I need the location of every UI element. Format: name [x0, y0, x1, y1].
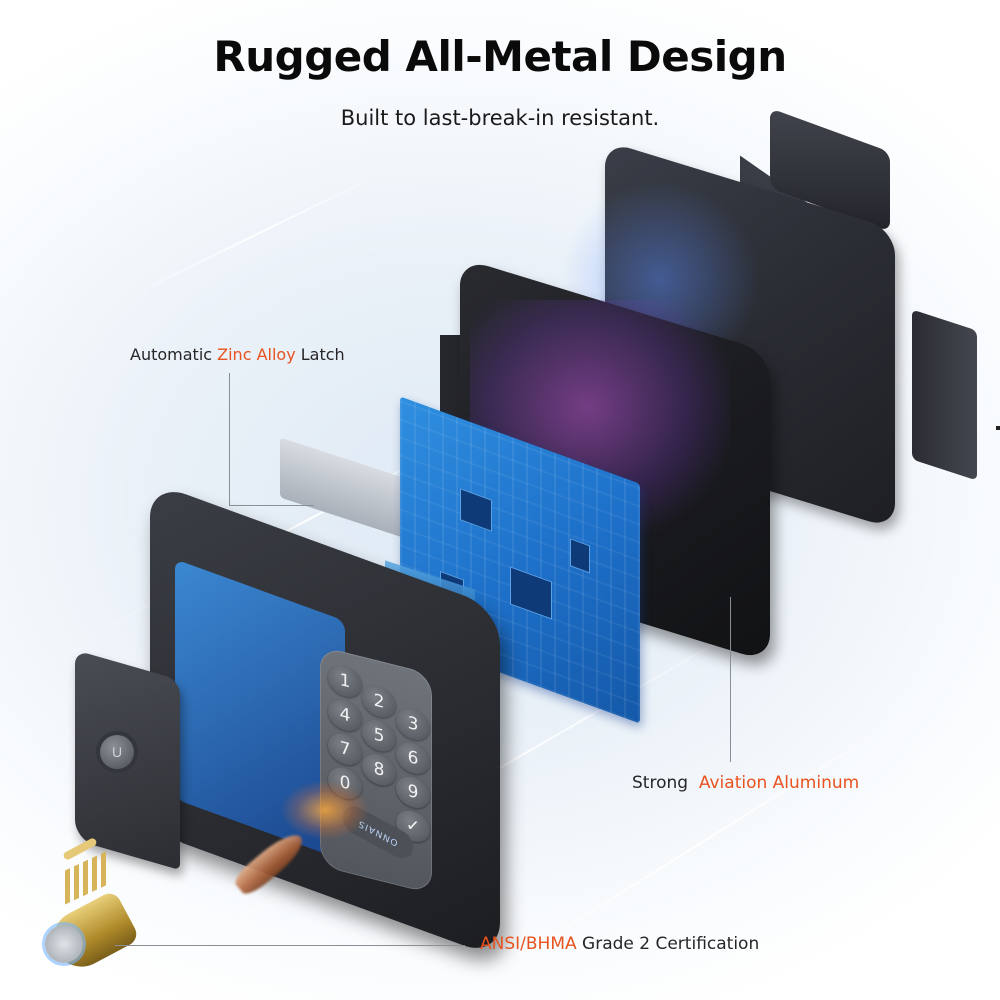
callout-certification-highlight: ANSI/BHMA — [480, 934, 577, 954]
key-9[interactable]: 9 — [396, 772, 430, 812]
impact-sparks — [280, 780, 370, 840]
callout-certification: ANSI/BHMA Grade 2 Certification — [480, 934, 759, 954]
page-title: Rugged All-Metal Design — [213, 32, 787, 81]
strike-plate — [912, 309, 977, 481]
key-3[interactable]: 3 — [396, 704, 430, 744]
key-1[interactable]: 1 — [328, 662, 362, 701]
callout-line-aluminum — [730, 597, 731, 762]
page-subtitle: Built to last-break-in resistant. — [340, 106, 660, 130]
pcb-chip — [510, 566, 552, 620]
callout-line-latch-vertical — [229, 373, 230, 506]
callout-aviation-aluminum: Strong Aviation Aluminum — [632, 773, 859, 793]
pcb-chip — [460, 488, 492, 532]
key-5[interactable]: 5 — [362, 716, 396, 755]
key-2[interactable]: 2 — [362, 682, 396, 721]
key-4[interactable]: 4 — [328, 696, 362, 735]
callout-latch-highlight: Zinc Alloy — [217, 345, 296, 364]
callout-line-certification — [115, 945, 465, 946]
edge-mark — [996, 426, 1000, 430]
callout-line-latch-horizontal — [229, 505, 314, 506]
key-7[interactable]: 7 — [328, 730, 362, 769]
keyhole-icon — [45, 925, 83, 963]
key-6[interactable]: 6 — [396, 738, 430, 778]
light-streak — [119, 168, 391, 302]
callout-aluminum-highlight: Aviation Aluminum — [698, 773, 860, 793]
callout-zinc-alloy-latch: Automatic Zinc Alloy Latch — [130, 345, 345, 364]
pcb-chip — [570, 538, 590, 574]
keypad-panel: 1 2 3 4 5 6 7 8 9 0 ✓ ONNAIS — [320, 646, 432, 894]
callout-aluminum-prefix: Strong — [632, 773, 699, 793]
callout-latch-prefix: Automatic — [130, 345, 218, 364]
callout-latch-suffix: Latch — [295, 345, 345, 364]
handle-release-button[interactable]: U — [100, 735, 134, 769]
callout-certification-suffix: Grade 2 Certification — [576, 934, 760, 954]
